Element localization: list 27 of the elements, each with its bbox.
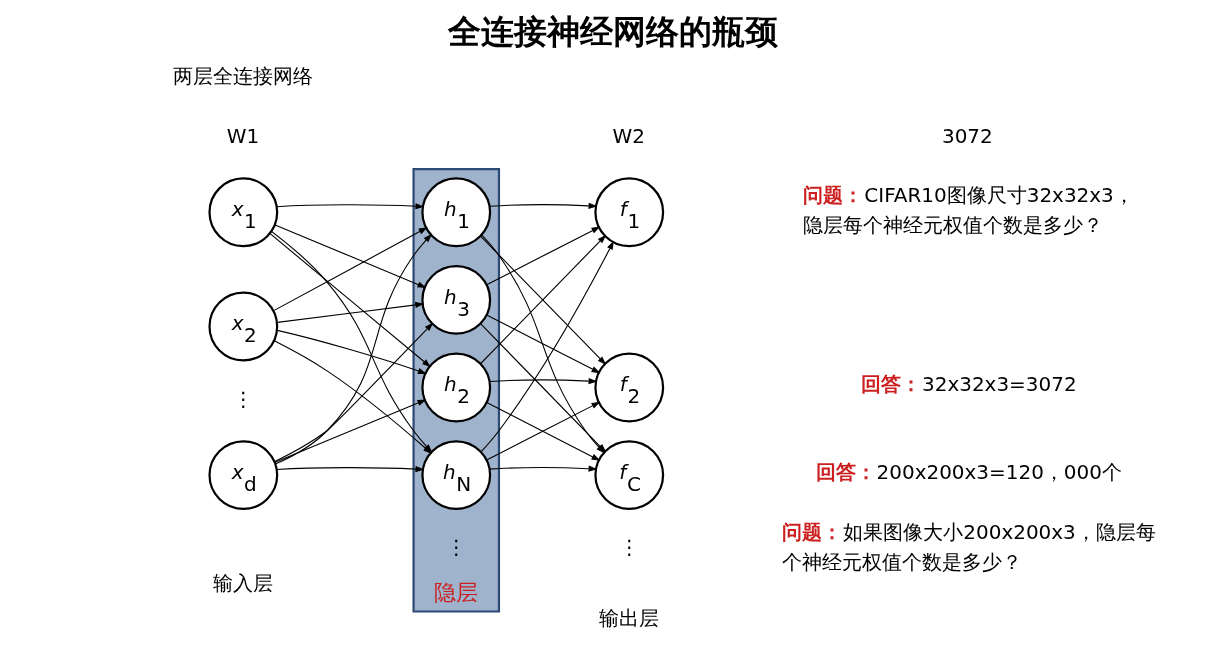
arrow — [276, 301, 424, 323]
label: 回答：200x200x3=120，000个 — [815, 459, 1122, 484]
arrow — [268, 232, 431, 368]
arrow — [274, 399, 426, 463]
arrow — [488, 202, 597, 209]
label: ⋮ — [232, 386, 253, 411]
label: W2 — [612, 123, 645, 148]
label: 回答：32x32x3=3072 — [860, 372, 1077, 397]
label: W1 — [226, 123, 259, 148]
arrow — [276, 329, 427, 374]
label: 两层全连接网络 — [172, 63, 313, 88]
label: ⋮ — [445, 535, 466, 560]
arrow — [274, 224, 426, 288]
label: ⋮ — [618, 535, 639, 560]
diagram-title: 全连接神经网络的瓶颈 — [447, 11, 778, 51]
label: 输出层 — [598, 606, 659, 631]
arrow — [275, 466, 424, 473]
arrow — [275, 203, 424, 210]
arrow — [485, 314, 600, 374]
label: 输入层 — [212, 570, 273, 595]
label: 问题：如果图像大小200x200x3，隐层每个神经元权值个数是多少？ — [781, 519, 1156, 574]
arrow — [485, 226, 600, 286]
arrow — [488, 377, 597, 385]
arrow — [488, 465, 597, 472]
label: 问题：CIFAR10图像尺寸32x32x3，隐层每个神经元权值个数是多少？ — [802, 182, 1134, 237]
arrow — [272, 227, 428, 312]
label: 3072 — [941, 123, 993, 148]
